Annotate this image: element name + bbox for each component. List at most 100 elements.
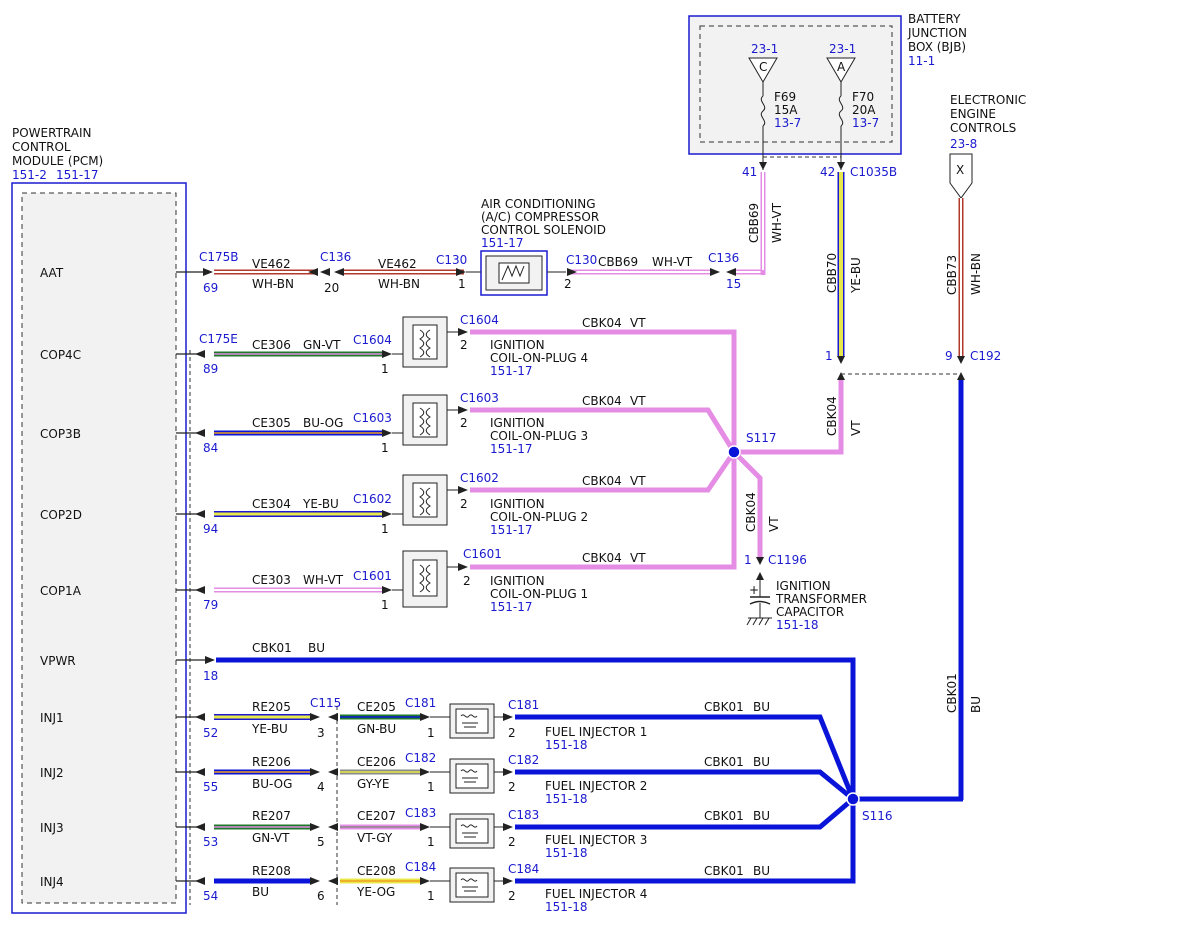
injector-3-re-color: GN-VT	[252, 831, 290, 845]
color-whbn-a: WH-BN	[252, 277, 294, 291]
fuse-f69-amps: 15A	[774, 103, 798, 117]
injector-1-re: RE205	[252, 700, 291, 714]
coil-1-pcm-pin: 79	[203, 598, 218, 612]
injector-4-conn: C184	[405, 860, 436, 874]
color-whbn-b: WH-BN	[378, 277, 420, 291]
injector-1-out-circuit: CBK01	[704, 700, 744, 714]
pcm-title-line-2: CONTROL	[12, 140, 71, 154]
vertical-bu: BU	[969, 696, 983, 713]
pcm-pin-inj3: INJ3	[40, 821, 64, 835]
ac-ref: 151-17	[481, 236, 524, 250]
pcm-pin-inj4: INJ4	[40, 875, 64, 889]
coil-2-pcm-pin: 94	[203, 522, 218, 536]
coil-2-pin-in: 1	[381, 522, 389, 536]
bjb-ref: 11-1	[908, 54, 935, 68]
fuse-f69-name: F69	[774, 90, 796, 104]
coil-4-ref: 151-17	[490, 364, 533, 378]
injector-4-ref: 151-18	[545, 900, 588, 914]
ac-solenoid-icon	[485, 255, 543, 291]
fuse-f70-letter: A	[837, 60, 846, 74]
pin-15: 15	[726, 277, 741, 291]
injector-4-pin-out: 2	[508, 889, 516, 903]
pin-1-ac: 1	[458, 277, 466, 291]
vertical-cbk01: CBK01	[945, 673, 959, 713]
injector-1: 52 RE205 YE-BU C115 3 CE205 GN-BU C181 1…	[203, 696, 770, 752]
eec-letter: X	[956, 163, 964, 177]
coil-3-pin-in: 1	[381, 441, 389, 455]
fuel-injector-circuits: 18 CBK01 BU S116 52 RE2	[203, 641, 893, 914]
injector-1-out-conn: C181	[508, 698, 539, 712]
circuit-ve462-a: VE462	[252, 257, 291, 271]
injector-1-name: FUEL INJECTOR 1	[545, 725, 647, 739]
injector-3-ref: 151-18	[545, 846, 588, 860]
vpwr-color: BU	[308, 641, 325, 655]
fuse-f70-symbol	[838, 95, 844, 127]
wire-cbk01-inj1	[515, 714, 856, 800]
vertical-whbn: WH-BN	[969, 253, 983, 295]
vertical-cbb70: CBB70	[825, 253, 839, 293]
battery-junction-box: BATTERY JUNCTION BOX (BJB) 11-1 23-1 C F…	[688, 12, 967, 179]
injector-2-out-conn: C182	[508, 753, 539, 767]
conn-c175b: C175B	[199, 250, 239, 264]
injector-3-pin-in: 1	[427, 835, 435, 849]
coil-4-out-conn: C1604	[460, 313, 499, 327]
fuse-f70-page: 13-7	[852, 116, 879, 130]
capacitor-ref: 151-18	[776, 618, 819, 632]
pcm-title-line-1: POWERTRAIN	[12, 126, 92, 140]
injector-2-re: RE206	[252, 755, 291, 769]
injector-4-out-color: BU	[753, 864, 770, 878]
injector-3-mid-pin: 5	[317, 835, 325, 849]
splice-s117	[727, 445, 741, 459]
injector-3-ce-color: VT-GY	[357, 831, 393, 845]
injector-2-name: FUEL INJECTOR 2	[545, 779, 647, 793]
injector-4-ce-color: YE-OG	[356, 885, 395, 899]
circuit-ve462-b: VE462	[378, 257, 417, 271]
coil-2-circuit: CE304	[252, 497, 291, 511]
injector-1-ce-color: GN-BU	[357, 722, 396, 736]
coil-4-out-circuit: CBK04	[582, 316, 622, 330]
coil-4-out-color: VT	[630, 316, 646, 330]
capacitor-title-3: CAPACITOR	[776, 605, 844, 619]
coil-3-out-color: VT	[630, 394, 646, 408]
bjb-pin-42: 42	[820, 165, 835, 179]
pcm-pin-aat: AAT	[40, 266, 64, 280]
injector-3-name: FUEL INJECTOR 3	[545, 833, 647, 847]
ac-outline	[480, 250, 548, 296]
coil-1-name-1: IGNITION	[490, 574, 545, 588]
pcm-pin-cop1a: COP1A	[40, 584, 82, 598]
injector-1-pin-out: 2	[508, 726, 516, 740]
coil-2: 94 CE304 YE-BU C1602 1 C1602 2 CBK04 VT …	[203, 471, 646, 537]
injector-2-conn: C182	[405, 751, 436, 765]
splice-s117-label: S117	[746, 431, 777, 445]
fuse-f70-name: F70	[852, 90, 874, 104]
injector-1-ce: CE205	[357, 700, 396, 714]
coil-4-pin-in: 1	[381, 362, 389, 376]
coil-1-circuit: CE303	[252, 573, 291, 587]
pcm-pin-inj2: INJ2	[40, 766, 64, 780]
capacitor-color: VT	[767, 516, 781, 532]
injector-2-ref: 151-18	[545, 792, 588, 806]
fuse-f69-source-triangle	[748, 57, 778, 83]
coil-2-pin-out: 2	[460, 497, 468, 511]
ignition-transformer-capacitor: CBK04 VT 1 C1196 + IGNITION TRANSFORMER …	[744, 492, 867, 632]
capacitor-circuit: CBK04	[744, 492, 758, 532]
coil-3-ref: 151-17	[490, 442, 533, 456]
pcm-ref-2: 151-17	[56, 168, 99, 182]
ignition-coils: S117 C175E 89 CE306 GN-VT C1604 1 C1604 …	[199, 313, 777, 614]
injector-2-out-circuit: CBK01	[704, 755, 744, 769]
injector-4-mid-pin: 6	[317, 889, 325, 903]
injector-2-pin-in: 1	[427, 780, 435, 794]
fuse-f69-page: 13-7	[774, 116, 801, 130]
coil-3-out-conn: C1603	[460, 391, 499, 405]
vertical-cbb69: CBB69	[747, 203, 761, 243]
injector-1-re-color: YE-BU	[251, 722, 288, 736]
conn-c136-a: C136	[320, 250, 351, 264]
pcm-inner-box	[21, 192, 177, 904]
coil-2-name-2: COIL-ON-PLUG 2	[490, 510, 588, 524]
injector-3-out-color: BU	[753, 809, 770, 823]
wire-cbk01-inj4	[515, 799, 856, 884]
pin-9-c192: 9	[945, 349, 953, 363]
fuse-f70-ref: 23-1	[829, 42, 856, 56]
coil-3-pin-out: 2	[460, 416, 468, 430]
